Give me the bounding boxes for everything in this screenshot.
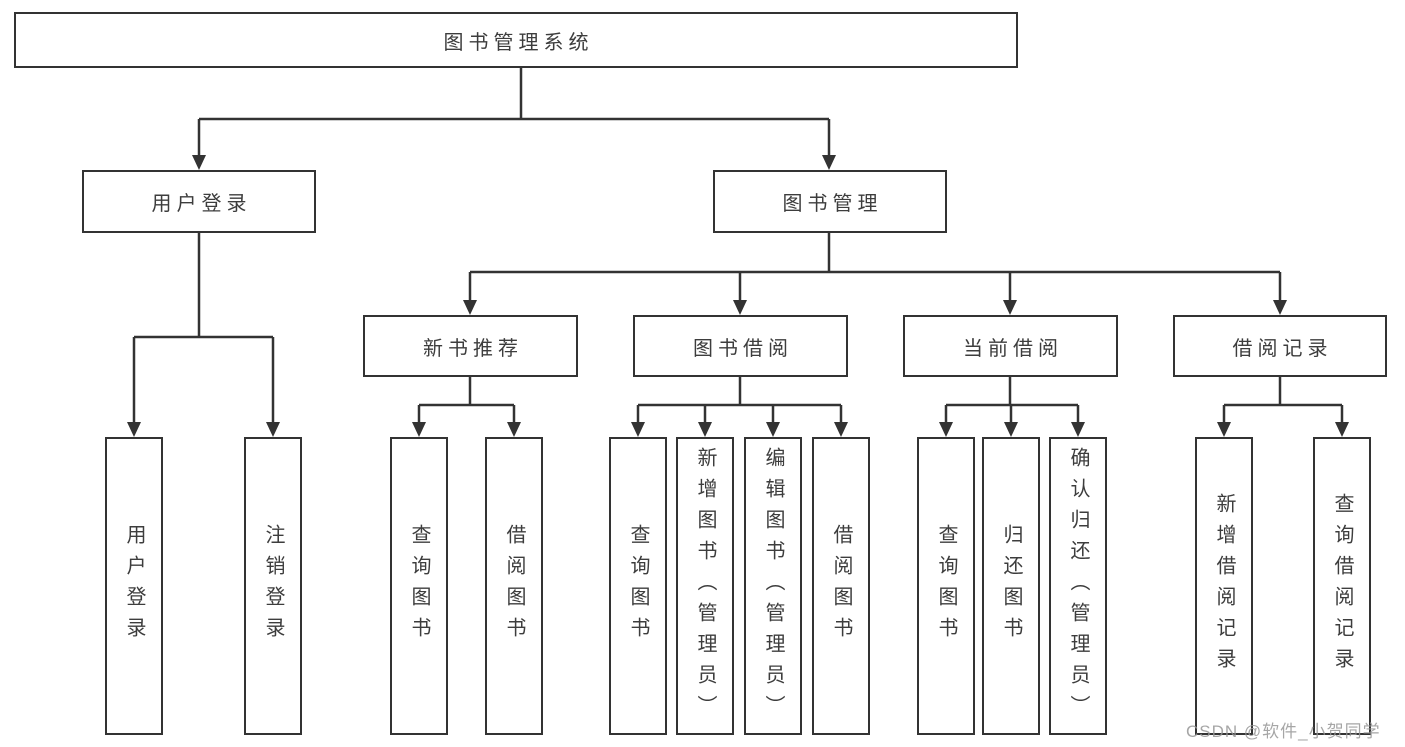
leaf-records-add-record: 新增借阅记录 [1195, 437, 1253, 735]
leaf-current-return-books: 归还图书 [982, 437, 1040, 735]
node-user-login: 用户登录 [82, 170, 316, 233]
leaf-user-login: 用户登录 [105, 437, 163, 735]
leaf-records-query-record: 查询借阅记录 [1313, 437, 1371, 735]
node-library-management-system: 图书管理系统 [14, 12, 1018, 68]
leaf-recommend-query-books: 查询图书 [390, 437, 448, 735]
leaf-current-confirm-return-admin: 确认归还（管理员） [1049, 437, 1107, 735]
node-borrow-records: 借阅记录 [1173, 315, 1387, 377]
leaf-current-query-books: 查询图书 [917, 437, 975, 735]
csdn-watermark: CSDN @软件_小贺同学 [1186, 722, 1381, 741]
leaf-borrow-borrow-books: 借阅图书 [812, 437, 870, 735]
arrowheads [127, 155, 1349, 437]
node-new-book-recommend: 新书推荐 [363, 315, 578, 377]
leaf-borrow-query-books: 查询图书 [609, 437, 667, 735]
node-current-borrow: 当前借阅 [903, 315, 1118, 377]
leaf-borrow-edit-books-admin: 编辑图书（管理员） [744, 437, 802, 735]
node-book-management: 图书管理 [713, 170, 947, 233]
leaf-borrow-add-books-admin: 新增图书（管理员） [676, 437, 734, 735]
node-book-borrow: 图书借阅 [633, 315, 848, 377]
leaf-recommend-borrow-books: 借阅图书 [485, 437, 543, 735]
leaf-logout: 注销登录 [244, 437, 302, 735]
